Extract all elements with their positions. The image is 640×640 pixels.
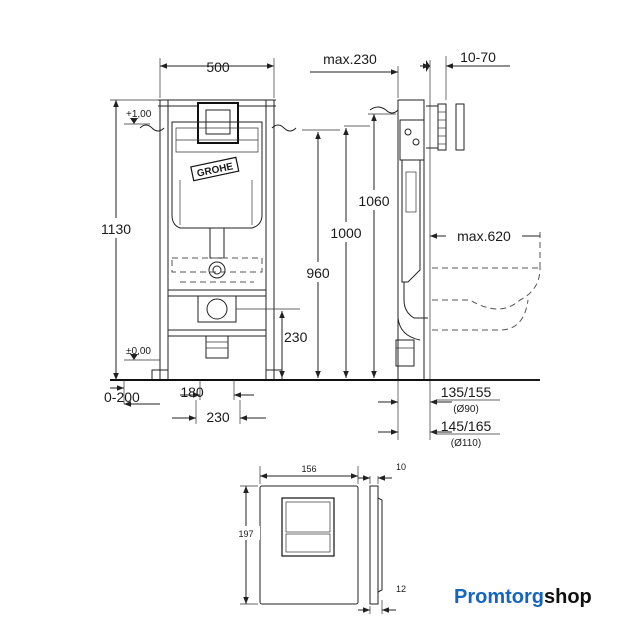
level-zero: ±0,00 bbox=[126, 346, 151, 357]
shop-logo: Promtorgshop bbox=[454, 586, 592, 609]
side-view bbox=[369, 60, 541, 440]
dim-960: 960 bbox=[306, 265, 330, 281]
dim-12: 12 bbox=[396, 584, 406, 594]
dim-1130: 1130 bbox=[101, 221, 131, 237]
brand-label: GROHE bbox=[196, 161, 234, 179]
dim-10-70: 10-70 bbox=[460, 49, 496, 65]
flush-plate-view: 156 197 10 12 bbox=[232, 462, 406, 614]
level-top: +1,00 bbox=[126, 109, 152, 120]
dim-156: 156 bbox=[301, 464, 316, 474]
logo-part-1: Promtorg bbox=[454, 586, 544, 608]
dim-145-165: 145/165 bbox=[441, 418, 492, 434]
dim-197: 197 bbox=[238, 529, 253, 539]
logo-part-2: shop bbox=[544, 586, 592, 608]
dim-1060: 1060 bbox=[358, 193, 389, 209]
dim-230-height: 230 bbox=[284, 329, 308, 345]
dim-10: 10 bbox=[396, 462, 406, 472]
dim-max230: max.230 bbox=[323, 51, 377, 67]
dim-1000: 1000 bbox=[330, 225, 361, 241]
dim-0-200: 0-200 bbox=[104, 389, 140, 405]
dim-230-width: 230 bbox=[206, 409, 230, 425]
dim-180: 180 bbox=[180, 384, 204, 400]
side-dimensions: max.230 10-70 1060 1000 960 max.620 135/… bbox=[300, 49, 540, 449]
dim-135-155-sub: (Ø90) bbox=[453, 404, 479, 415]
front-dimensions: 500 1130 +1,00 ±0,00 230 180 230 0-200 bbox=[96, 58, 308, 425]
dim-500: 500 bbox=[206, 59, 230, 75]
dim-145-165-sub: (Ø110) bbox=[451, 438, 481, 449]
dim-max620: max.620 bbox=[457, 228, 511, 244]
dim-135-155: 135/155 bbox=[441, 384, 492, 400]
